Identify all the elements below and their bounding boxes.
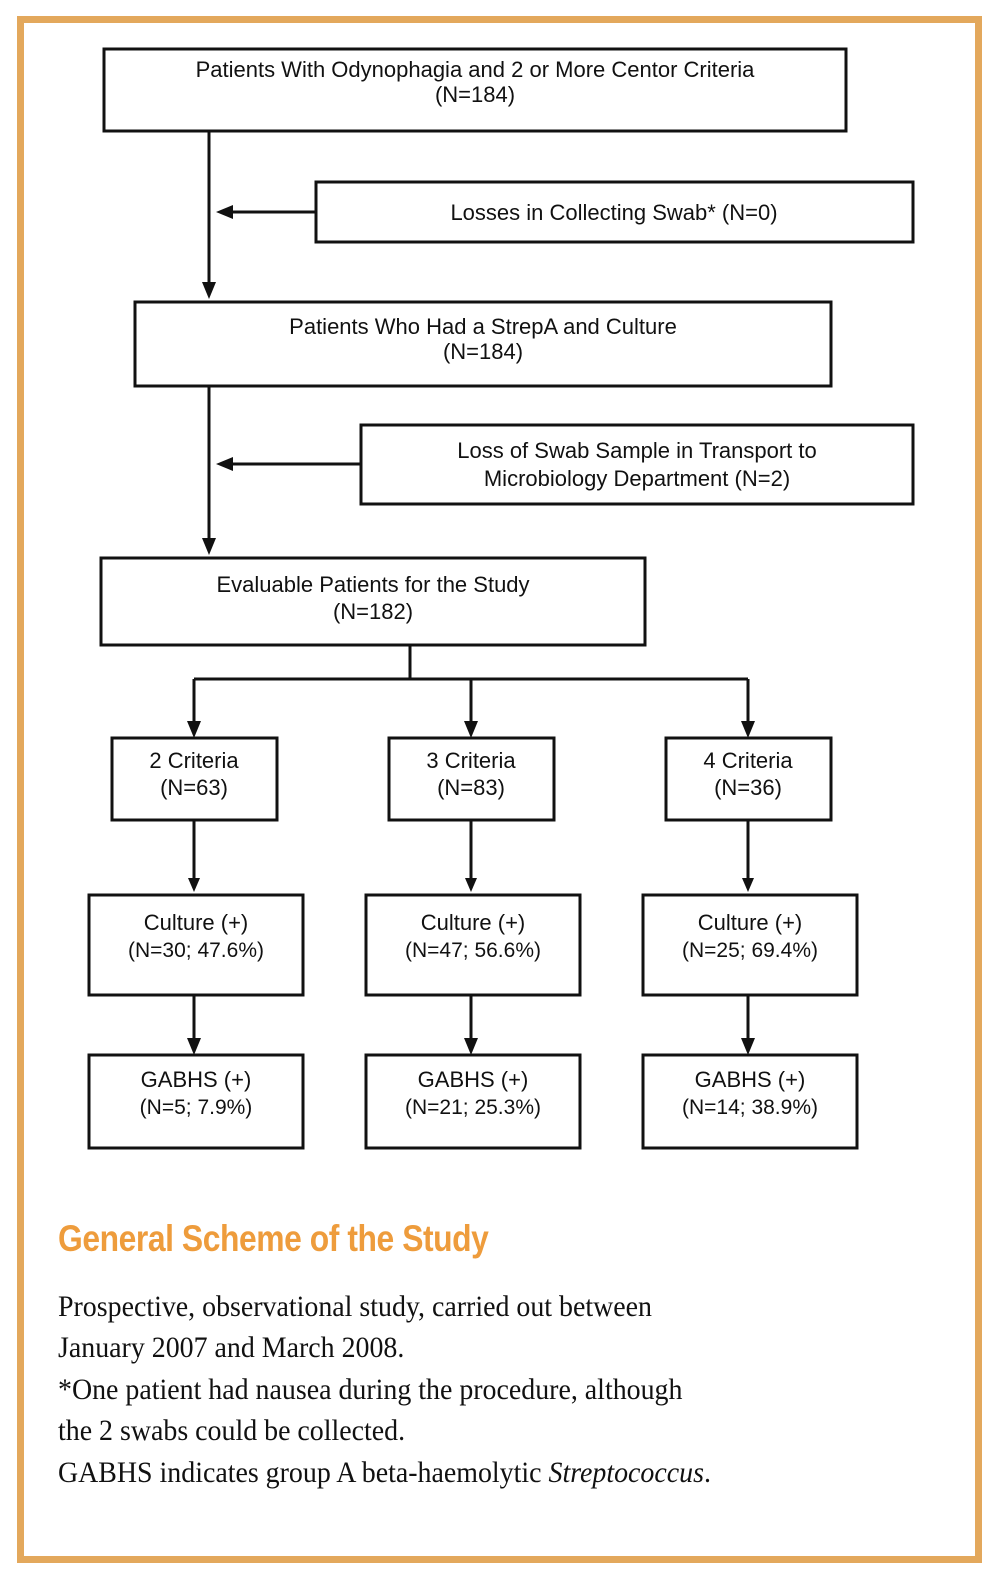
caption-block: General Scheme of the Study Prospective,… bbox=[58, 1218, 948, 1493]
caption-line-4: the 2 swabs could be collected. bbox=[58, 1414, 406, 1448]
node-criteria3-line2: (N=83) bbox=[437, 775, 505, 800]
node-tested-line1: Patients Who Had a StrepA and Culture bbox=[289, 314, 677, 339]
node-loss-swab-line1: Losses in Collecting Swab* (N=0) bbox=[450, 200, 777, 225]
caption-line-1: Prospective, observational study, carrie… bbox=[58, 1290, 652, 1323]
node-loss-swab bbox=[314, 180, 915, 244]
caption-heading: General Scheme of the Study bbox=[58, 1218, 489, 1259]
node-evaluable bbox=[99, 556, 647, 647]
node-tested bbox=[133, 300, 833, 388]
node-loss-transport-line1: Loss of Swab Sample in Transport to bbox=[457, 438, 817, 463]
node-culture2-line1: Culture (+) bbox=[144, 910, 249, 935]
node-enrolled bbox=[102, 47, 848, 133]
node-gabhs2 bbox=[87, 1053, 305, 1150]
node-gabhs4-line2: (N=14; 38.9%) bbox=[682, 1096, 818, 1119]
node-culture3 bbox=[364, 893, 582, 997]
caption-line-5-prefix: GABHS indicates group A beta-haemolytic bbox=[58, 1455, 549, 1489]
node-tested-line2: (N=184) bbox=[443, 339, 523, 364]
node-gabhs4 bbox=[641, 1053, 859, 1150]
node-culture3-line2: (N=47; 56.6%) bbox=[405, 939, 541, 962]
caption-line-5-italic: Streptococcus bbox=[548, 1455, 704, 1489]
node-criteria3-line1: 3 Criteria bbox=[426, 748, 516, 773]
node-gabhs3-line2: (N=21; 25.3%) bbox=[405, 1096, 541, 1119]
node-culture2-line2: (N=30; 47.6%) bbox=[128, 939, 264, 962]
node-criteria4-line2: (N=36) bbox=[714, 775, 782, 800]
node-culture4-line1: Culture (+) bbox=[698, 910, 803, 935]
node-loss-transport-line2: Microbiology Department (N=2) bbox=[484, 466, 790, 491]
node-gabhs3 bbox=[364, 1053, 582, 1150]
node-criteria4-line1: 4 Criteria bbox=[703, 748, 793, 773]
node-criteria2-line2: (N=63) bbox=[160, 775, 228, 800]
caption-line-5: GABHS indicates group A beta-haemolytic … bbox=[58, 1452, 886, 1493]
node-criteria4 bbox=[664, 736, 833, 822]
node-enrolled-line1: Patients With Odynophagia and 2 or More … bbox=[196, 57, 756, 82]
node-culture4 bbox=[641, 893, 859, 997]
node-criteria2-line1: 2 Criteria bbox=[149, 748, 239, 773]
node-gabhs4-line1: GABHS (+) bbox=[695, 1067, 806, 1092]
study-flowchart: Patients With Odynophagia and 2 or More … bbox=[87, 47, 915, 1150]
node-evaluable-line2: (N=182) bbox=[333, 599, 413, 624]
caption-line-2: January 2007 and March 2008. bbox=[58, 1331, 405, 1365]
node-culture2 bbox=[87, 893, 305, 997]
node-evaluable-line1: Evaluable Patients for the Study bbox=[216, 572, 529, 597]
node-loss-transport bbox=[359, 423, 915, 506]
node-culture4-line2: (N=25; 69.4%) bbox=[682, 939, 818, 962]
node-enrolled-line2: (N=184) bbox=[435, 82, 515, 107]
node-culture3-line1: Culture (+) bbox=[421, 910, 526, 935]
caption-line-5-suffix: . bbox=[703, 1455, 711, 1489]
node-gabhs3-line1: GABHS (+) bbox=[418, 1067, 529, 1092]
caption-line-3: *One patient had nausea during the proce… bbox=[58, 1372, 683, 1406]
caption-body: Prospective, observational study, carrie… bbox=[58, 1286, 886, 1493]
node-gabhs2-line1: GABHS (+) bbox=[141, 1067, 252, 1092]
node-criteria2 bbox=[110, 736, 279, 822]
node-gabhs2-line2: (N=5; 7.9%) bbox=[140, 1096, 253, 1119]
